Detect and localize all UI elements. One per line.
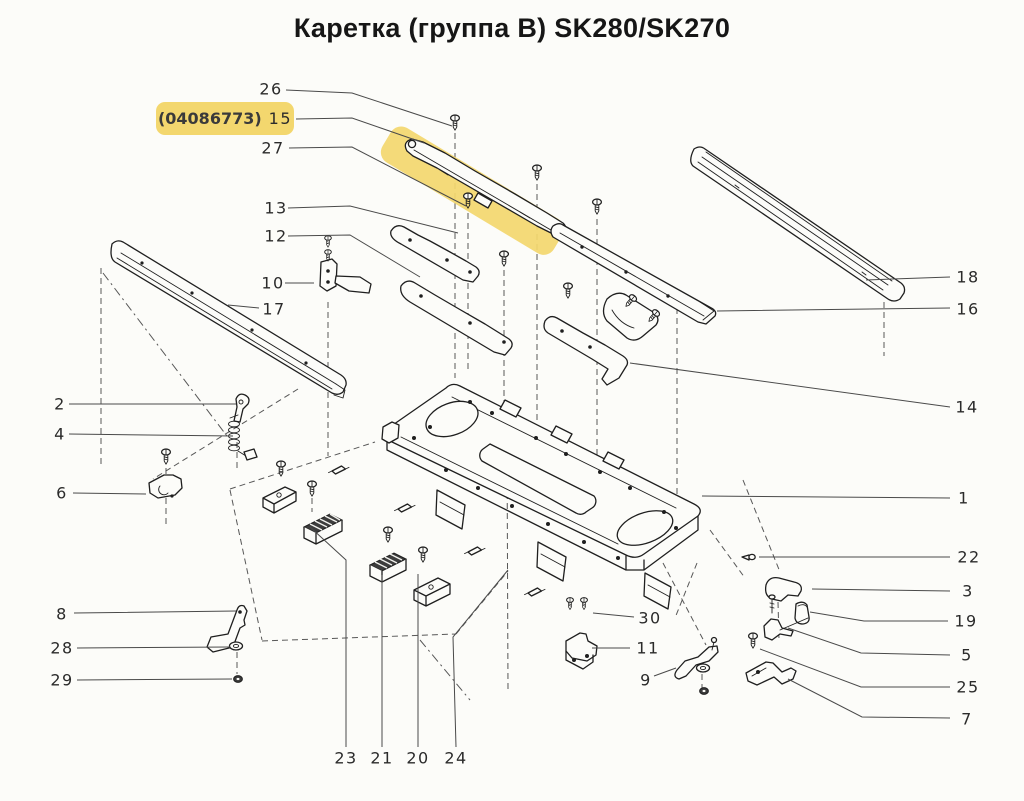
part-ref-15: 15: [268, 109, 293, 128]
leader-lines: [68, 89, 951, 748]
block-20: [413, 546, 451, 607]
bracket-8: [206, 604, 248, 653]
bracket-10: [319, 235, 372, 294]
washer-28: [228, 641, 244, 651]
screw-26: [449, 114, 461, 131]
bracket-7: [745, 661, 797, 686]
carriage-base-plate-1: [381, 383, 701, 610]
plate-14: [543, 315, 629, 386]
lever-9: [674, 636, 719, 680]
screw: [531, 164, 543, 181]
plate-6: [148, 448, 183, 499]
plate-13: [390, 225, 480, 283]
set-screw: [463, 546, 486, 556]
strip-16: [550, 223, 717, 325]
block-21-brush: [368, 526, 408, 583]
lever-2: [233, 393, 250, 423]
spring-4: [228, 414, 258, 461]
part-code: (04086773): [157, 109, 262, 128]
page-title: Каретка (группа В) SK280/SK270: [293, 13, 731, 43]
screw-22: [741, 553, 756, 561]
washer: [695, 663, 711, 673]
nut: [699, 687, 709, 695]
highlighted-part-number: (04086773) 15: [156, 102, 294, 135]
block-plain: [262, 460, 297, 514]
bracket-11: [565, 597, 598, 670]
block-23-brush: [302, 480, 344, 545]
bracket-with-screws: [602, 292, 662, 341]
rail-17: [110, 240, 347, 399]
screw: [591, 198, 603, 215]
set-screw: [327, 465, 350, 475]
rail-18: [690, 146, 906, 302]
screw-25: [747, 632, 759, 649]
plate-12: [400, 280, 513, 356]
spring-clip-5: [763, 617, 809, 641]
screw: [562, 282, 574, 299]
nut-29: [233, 675, 243, 683]
lever-3: [764, 577, 802, 614]
screw: [498, 250, 510, 267]
set-screw: [523, 587, 546, 597]
set-screw: [393, 503, 416, 513]
axis-guides: [102, 272, 471, 701]
